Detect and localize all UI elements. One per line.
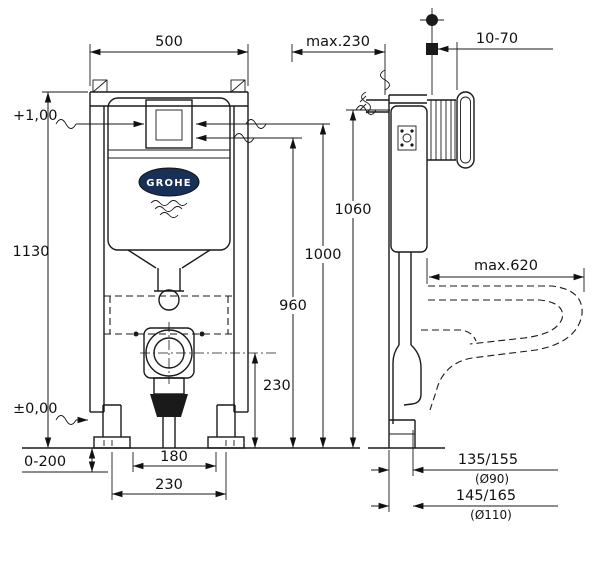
dimension-annotations: 500 1130 +1,00 ±0,00 0-200 180 230 230: [13, 31, 585, 522]
dim-max-depth: max.230: [306, 34, 370, 50]
dim-drain-110-dia: (Ø110): [470, 508, 512, 522]
dim-height-1000: 1000: [305, 247, 342, 263]
flush-pipe-front: [127, 249, 211, 311]
fixing-point-symbols: [420, 8, 458, 95]
side-view: [359, 8, 583, 449]
frame-rails: [89, 91, 249, 413]
adjustable-feet: [93, 404, 245, 449]
cistern-side: [390, 105, 428, 253]
flush-pipe-side: [389, 252, 422, 448]
cistern-front: [107, 97, 231, 251]
dim-outlet-height: 230: [263, 378, 291, 394]
dim-drain-110: 145/165: [456, 488, 516, 504]
level-break-top: [55, 119, 77, 129]
actuator-plate-side: [427, 91, 475, 169]
wc-bowl-outline: [421, 285, 583, 411]
logo-wave-3: [159, 212, 179, 218]
dim-drain-90: 135/155: [458, 452, 518, 468]
logo-wave-1: [150, 200, 188, 206]
dim-bolt-spacing: 180: [160, 449, 188, 465]
dim-floor-buildup: 0-200: [24, 454, 66, 470]
wall-anchor-tabs: [92, 79, 246, 93]
grohe-logo-text: GROHE: [146, 178, 192, 189]
inlet-valve: [397, 125, 417, 151]
front-view: GROHE: [22, 79, 360, 449]
dim-plate-range: 10-70: [476, 31, 518, 47]
level-zero: ±0,00: [13, 401, 57, 417]
level-break-bottom: [55, 415, 77, 425]
fixing-bolt-left: [133, 331, 139, 337]
dim-height-1060: 1060: [335, 202, 372, 218]
dim-foot-spacing: 230: [155, 477, 183, 493]
logo-wave-2: [154, 206, 183, 212]
fixing-bolt-right: [199, 331, 205, 337]
anchor-square: [426, 43, 438, 55]
cross-member-dashed: [104, 295, 234, 337]
dim-frame-width: 500: [155, 34, 183, 50]
outlet-elbow: [150, 394, 188, 417]
dim-frame-height: 1130: [13, 244, 50, 260]
outlet-assembly: [140, 322, 276, 448]
dim-max-projection: max.620: [474, 258, 538, 274]
pipe-clamp: [158, 289, 180, 311]
flush-plate-side: [456, 91, 475, 169]
dim-height-960: 960: [279, 298, 307, 314]
flush-plate-opening: [145, 99, 193, 149]
level-plus-100: +1,00: [13, 108, 57, 124]
dim-drain-90-dia: (Ø90): [475, 472, 509, 486]
grohe-logo-oval: [138, 167, 200, 197]
grohe-logo: GROHE: [138, 167, 200, 218]
